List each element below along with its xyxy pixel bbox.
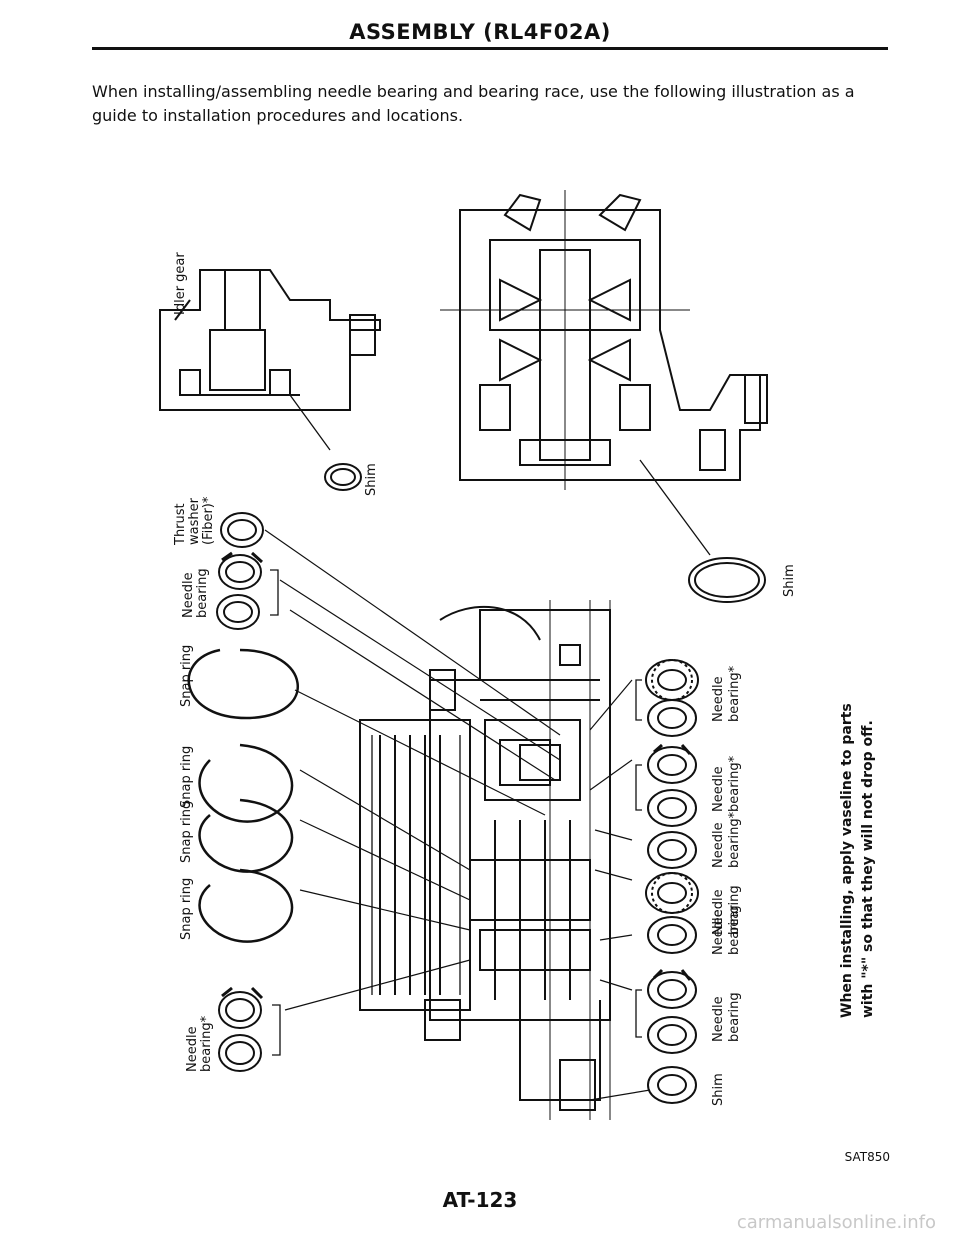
figure-code: SAT850 [844,1150,890,1164]
label-bearing-r5: bearing [727,905,742,955]
label-thrust-washer-line1: Thrust [173,503,188,546]
vaseline-note-line2: with "*" so that they will not drop off. [860,720,876,1018]
label-bearing-star-r1: bearing* [727,665,742,722]
label-shim-differential: Shim [782,564,797,597]
page-number: AT-123 [442,1188,518,1212]
label-bearing-star-lower-left: bearing* [199,1015,214,1072]
label-bearing-r4: bearing [727,885,742,935]
title-rule [92,47,888,50]
page-title: ASSEMBLY (RL4F02A) [349,20,611,44]
label-needle-r5: Needle [711,909,726,955]
label-needle-r1: Needle [711,676,726,722]
label-bearing-upper-left: bearing [195,568,210,618]
label-needle-r6: Needle [711,996,726,1042]
label-needle-lower-left: Needle [185,1026,200,1072]
differential-detail [440,190,768,490]
label-snap-ring-4: Snap ring [179,878,194,940]
idler-gear-detail [159,269,381,411]
label-snap-ring-1: Snap ring [179,645,194,707]
label-thrust-washer-line3: (Fiber)* [201,496,216,545]
label-needle-r2: Needle [711,766,726,812]
label-bearing-star-r2: bearing* [727,755,742,812]
label-snap-ring-2: Snap ring [179,746,194,808]
label-shim-top-left: Shim [364,463,379,496]
label-shim-bottom-right: Shim [711,1073,726,1106]
label-idler-gear: Idler gear [173,252,188,315]
intro-paragraph: When installing/assembling needle bearin… [92,82,855,125]
watermark-text: carmanualsonline.info [736,1212,936,1233]
label-bearing-star-r3: bearing* [727,811,742,868]
vaseline-note-line1: When installing, apply vaseline to parts [839,703,855,1018]
label-bearing-r6: bearing [727,992,742,1042]
label-snap-ring-3: Snap ring [179,801,194,863]
label-needle-upper-left: Needle [181,572,196,618]
label-needle-r4: Needle [711,889,726,935]
label-thrust-washer-line2: washer [187,497,202,545]
label-needle-r3: Needle [711,822,726,868]
main-transaxle-section [359,600,611,1120]
